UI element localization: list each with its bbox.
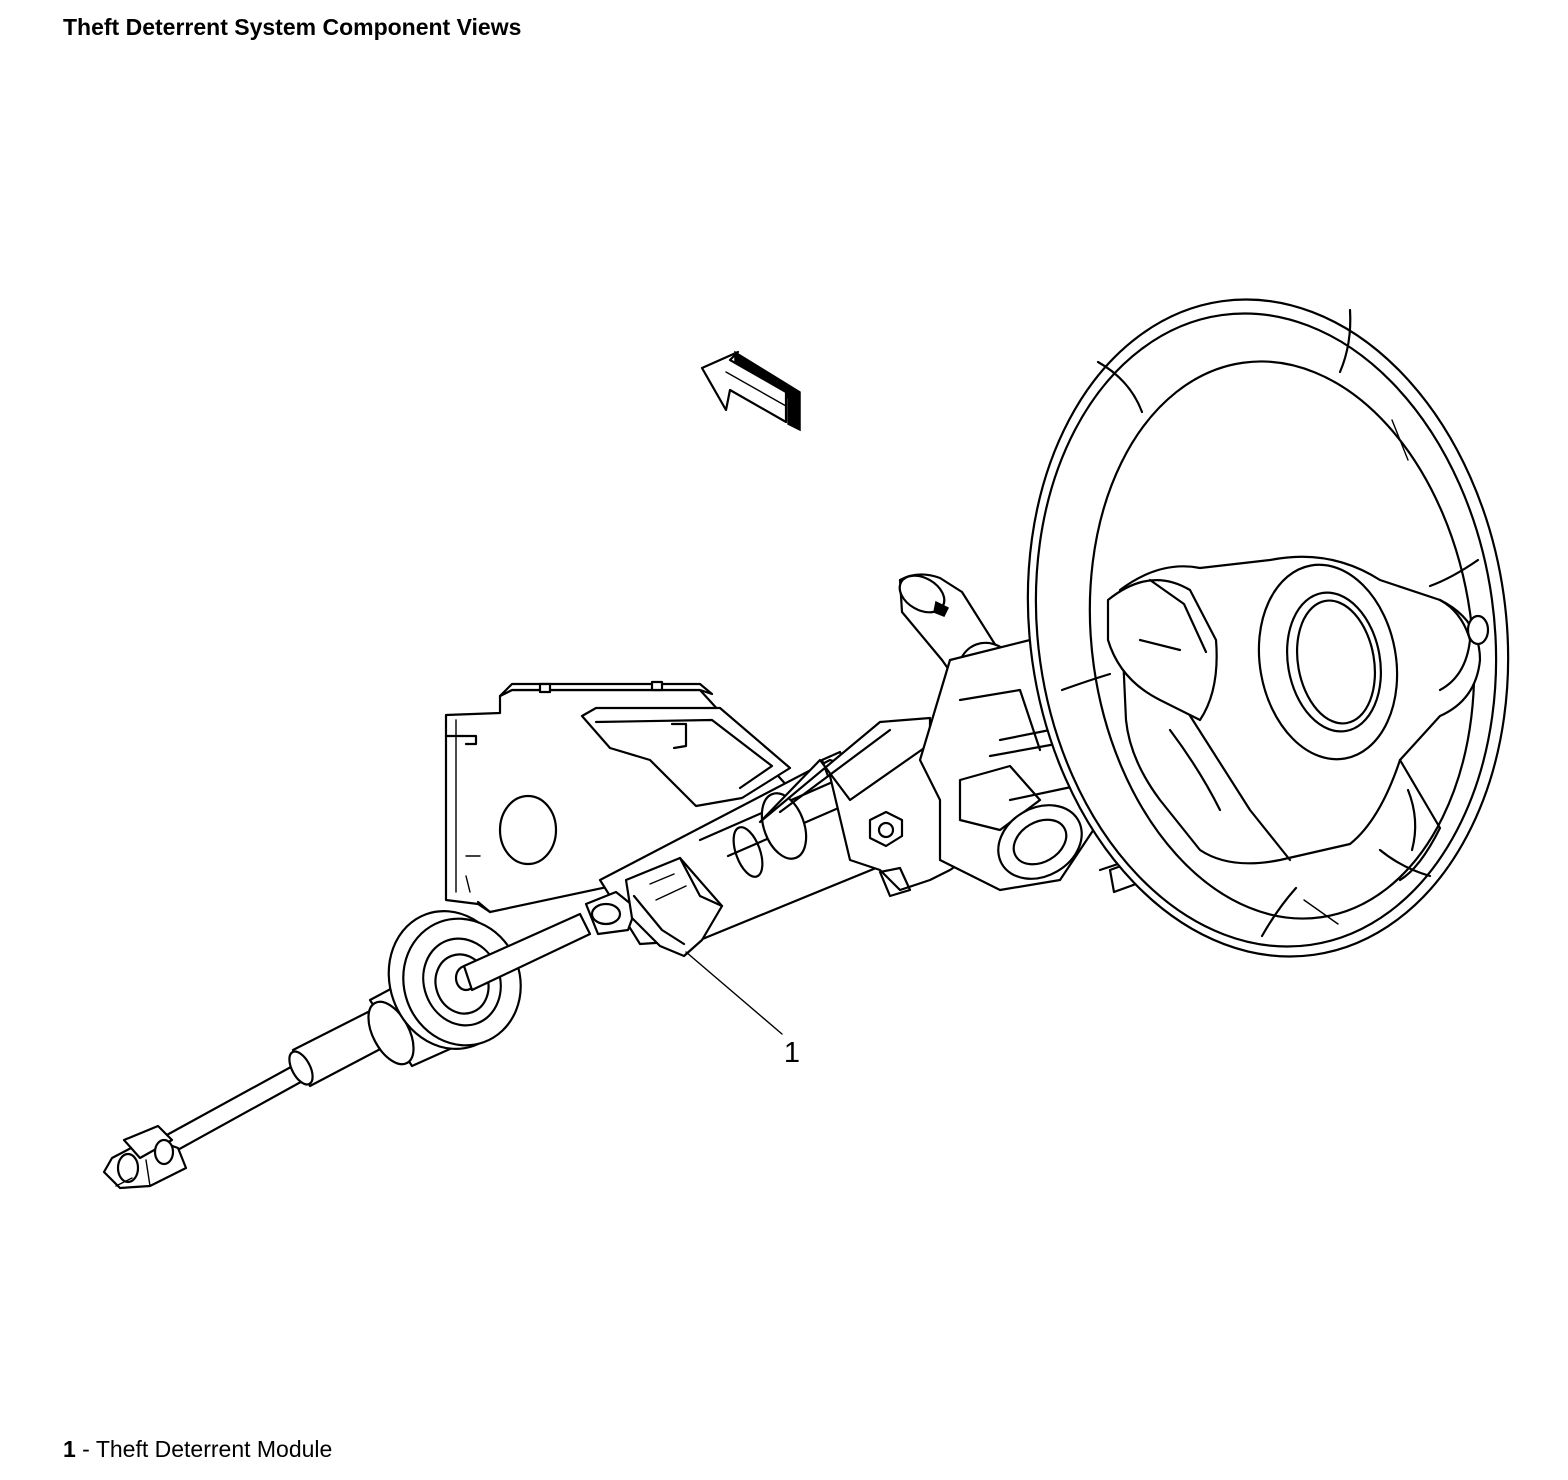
legend: 1 - Theft Deterrent Module bbox=[63, 1436, 332, 1463]
forward-arrow-icon bbox=[700, 350, 801, 432]
legend-item-label: Theft Deterrent Module bbox=[95, 1436, 333, 1462]
page-title: Theft Deterrent System Component Views bbox=[63, 14, 522, 40]
theft-deterrent-module bbox=[624, 856, 724, 958]
legend-item-number: 1 bbox=[63, 1436, 76, 1462]
hex-nut bbox=[868, 810, 904, 848]
legend-item: 1 - Theft Deterrent Module bbox=[63, 1436, 332, 1463]
callout-1: 1 bbox=[685, 951, 800, 1069]
callout-number: 1 bbox=[784, 1037, 800, 1069]
steering-wheel bbox=[1026, 298, 1510, 958]
u-joint bbox=[102, 1124, 188, 1190]
legend-item-separator: - bbox=[75, 1436, 96, 1462]
